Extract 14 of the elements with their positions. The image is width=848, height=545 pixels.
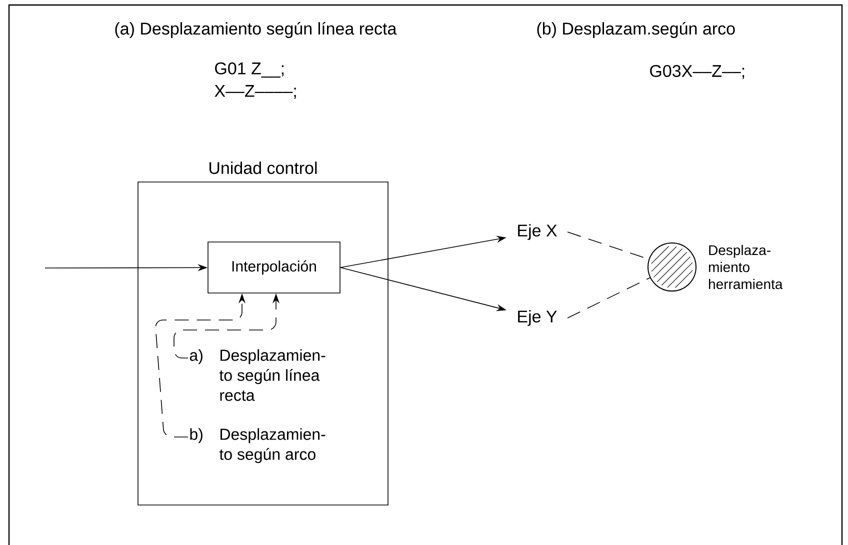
node-label: Unidad control bbox=[210, 162, 317, 174]
process-box: Interpolación bbox=[208, 242, 340, 294]
code-text: G03X––Z––; bbox=[650, 64, 744, 80]
note-text: a) Desplazamien- to según línea recta bbox=[190, 349, 326, 401]
heading-text: (a) Desplazamiento según línea recta bbox=[115, 22, 397, 38]
axis-label: Eje X bbox=[518, 224, 557, 240]
heading-text: (b) Desplazam.según arco bbox=[537, 22, 735, 38]
hatched-circle bbox=[648, 242, 696, 292]
code-text: X––Z––––; bbox=[214, 85, 296, 99]
circle-caption: Desplaza- miento herramienta bbox=[708, 244, 783, 290]
note-text: b) Desplazamien- to según arco bbox=[190, 428, 326, 464]
dashed-line bbox=[567, 277, 650, 318]
axis-label: Eje Y bbox=[518, 310, 557, 326]
code-text: G01 Z__; bbox=[215, 62, 284, 78]
